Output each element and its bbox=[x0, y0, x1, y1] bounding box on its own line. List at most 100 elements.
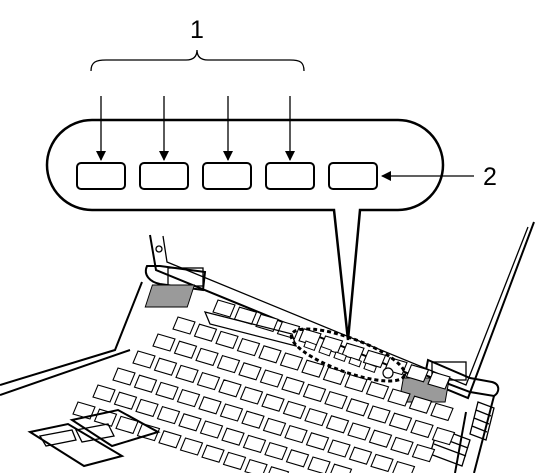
keyboard-key bbox=[172, 316, 196, 335]
keyboard-key bbox=[196, 371, 221, 391]
callout-label-1: 1 bbox=[190, 16, 204, 44]
keyboard-key bbox=[219, 403, 244, 422]
keyboard-key bbox=[262, 417, 287, 437]
keyboard-key bbox=[430, 402, 454, 422]
keyboard-key bbox=[173, 340, 198, 359]
small-button bbox=[303, 340, 317, 352]
keyboard-key bbox=[156, 405, 181, 425]
keyboard-key bbox=[133, 374, 158, 393]
keyboard-key bbox=[325, 415, 350, 434]
power-button bbox=[382, 367, 394, 379]
keyboard-key bbox=[370, 453, 394, 473]
button-1 bbox=[76, 162, 126, 190]
keyboard-key bbox=[72, 401, 96, 420]
keyboard-key bbox=[324, 390, 348, 410]
keyboard-key bbox=[222, 451, 247, 471]
keyboard-key bbox=[387, 388, 411, 407]
keyboard-key bbox=[135, 398, 159, 418]
keyboard-key bbox=[176, 388, 201, 408]
keyboard-key bbox=[388, 412, 413, 431]
keyboard-key bbox=[408, 395, 433, 414]
keyboard-key bbox=[367, 405, 391, 424]
button-4 bbox=[265, 162, 315, 190]
keyboard-key bbox=[284, 424, 308, 444]
small-button bbox=[348, 356, 362, 368]
speaker-left bbox=[144, 284, 196, 308]
keyboard-key bbox=[268, 466, 290, 473]
keyboard-key bbox=[307, 456, 331, 473]
keyboard-key bbox=[405, 364, 430, 383]
keyboard-key bbox=[195, 347, 219, 367]
keyboard-key bbox=[276, 320, 301, 340]
keyboard-key bbox=[304, 407, 328, 427]
keyboard-key bbox=[238, 362, 262, 381]
keyboard-key bbox=[152, 333, 176, 352]
keyboard-key bbox=[158, 430, 182, 449]
keyboard-key bbox=[392, 460, 416, 473]
keyboard-key bbox=[264, 441, 288, 461]
keyboard-key bbox=[261, 393, 285, 412]
keyboard-key bbox=[427, 371, 451, 390]
keyboard-key bbox=[201, 444, 225, 463]
button-5 bbox=[328, 162, 378, 190]
touchpad bbox=[27, 408, 161, 468]
keyboard-key bbox=[362, 349, 387, 369]
keyboard-key bbox=[242, 434, 267, 454]
callout-1-bracket bbox=[90, 49, 305, 72]
keyboard-key bbox=[92, 384, 116, 403]
button-2 bbox=[139, 162, 189, 190]
keyboard-key bbox=[218, 379, 242, 398]
keyboard-key bbox=[155, 381, 179, 401]
keyboard-key bbox=[345, 398, 370, 417]
small-button bbox=[318, 345, 332, 357]
keyboard-key bbox=[236, 337, 261, 357]
keyboard-key bbox=[258, 345, 282, 364]
keyboard-key bbox=[305, 432, 330, 451]
keyboard-key bbox=[431, 426, 456, 446]
keyboard-key bbox=[199, 420, 224, 439]
keyboard-key bbox=[365, 381, 390, 400]
keyboard-key bbox=[216, 354, 241, 374]
keyboard-key bbox=[348, 446, 373, 465]
keyboard-key bbox=[411, 443, 436, 463]
keyboard-key bbox=[282, 400, 307, 420]
keyboard-key bbox=[221, 427, 245, 446]
keyboard-key bbox=[179, 437, 204, 456]
small-button bbox=[333, 351, 347, 363]
keyboard-key bbox=[215, 330, 239, 350]
laptop-base bbox=[0, 281, 495, 473]
keyboard-key bbox=[330, 463, 353, 473]
keyboard-key bbox=[279, 352, 304, 371]
keyboard-key bbox=[178, 413, 202, 432]
callout-1-arrows bbox=[96, 96, 295, 161]
callout-label-2: 2 bbox=[483, 163, 497, 191]
keyboard-key bbox=[368, 429, 393, 448]
keyboard-key bbox=[239, 386, 264, 405]
keyboard-key bbox=[244, 458, 268, 473]
button-strip bbox=[203, 311, 297, 347]
keyboard-key bbox=[112, 367, 136, 386]
keyboard-key bbox=[132, 350, 156, 369]
keyboard-key bbox=[255, 313, 279, 333]
keyboard-key bbox=[390, 436, 414, 456]
keyboard-key bbox=[301, 359, 325, 378]
keyboard-key bbox=[410, 419, 434, 439]
keyboard-key bbox=[212, 299, 236, 318]
keyboard bbox=[72, 299, 456, 473]
keyboard-key bbox=[285, 449, 310, 468]
keyboard-key bbox=[198, 396, 222, 415]
keyboard-key bbox=[259, 369, 284, 388]
keyboard-key bbox=[241, 410, 265, 429]
keyboard-key bbox=[153, 357, 178, 376]
button-3 bbox=[202, 162, 252, 190]
small-button bbox=[363, 362, 377, 374]
keyboard-key bbox=[327, 439, 351, 458]
vent-grille bbox=[469, 401, 495, 441]
magnified-buttons bbox=[76, 162, 378, 190]
highlight-oval bbox=[289, 327, 407, 383]
keyboard-key bbox=[281, 376, 305, 395]
keyboard-key bbox=[113, 391, 138, 410]
keyboard-key bbox=[193, 323, 218, 342]
keyboard-key bbox=[175, 364, 199, 384]
